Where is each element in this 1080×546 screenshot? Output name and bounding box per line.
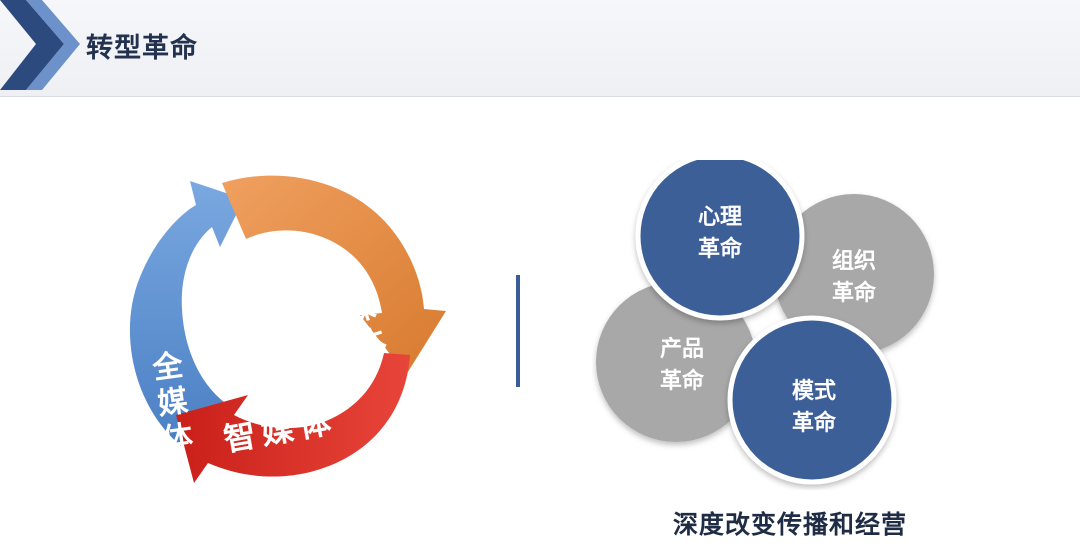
- header-band: [0, 0, 1080, 97]
- petal-organization: [774, 194, 934, 354]
- petal-label-3a: 产品: [660, 337, 704, 362]
- media-cycle-diagram: 全媒体 融媒体 智媒体: [129, 175, 446, 483]
- petal-label-1a: 心理: [698, 205, 742, 230]
- petal-label-3b: 革命: [660, 368, 705, 394]
- chevron-icon: [0, 0, 80, 90]
- petal-label-2a: 组织: [832, 248, 876, 274]
- petal-product: [596, 282, 756, 442]
- petal-label-2b: 革命: [832, 280, 877, 306]
- revolution-petals-diagram: 心理 革命 组织 革命 产品 革命 模式 革命: [596, 160, 934, 485]
- petal-psychology: [635, 160, 805, 321]
- cycle-segment-blue: [129, 181, 244, 447]
- divider: [516, 275, 520, 387]
- cycle-segment-orange: [222, 175, 446, 375]
- page-title: 转型革命: [86, 33, 198, 64]
- petal-label-1b: 革命: [698, 236, 743, 262]
- caption: 深度改变传播和经营: [672, 510, 907, 539]
- petal-label-4b: 革命: [792, 410, 837, 436]
- petal-business-model: [727, 315, 897, 485]
- petal-label-4a: 模式: [792, 379, 836, 404]
- cycle-segment-red: [176, 353, 410, 483]
